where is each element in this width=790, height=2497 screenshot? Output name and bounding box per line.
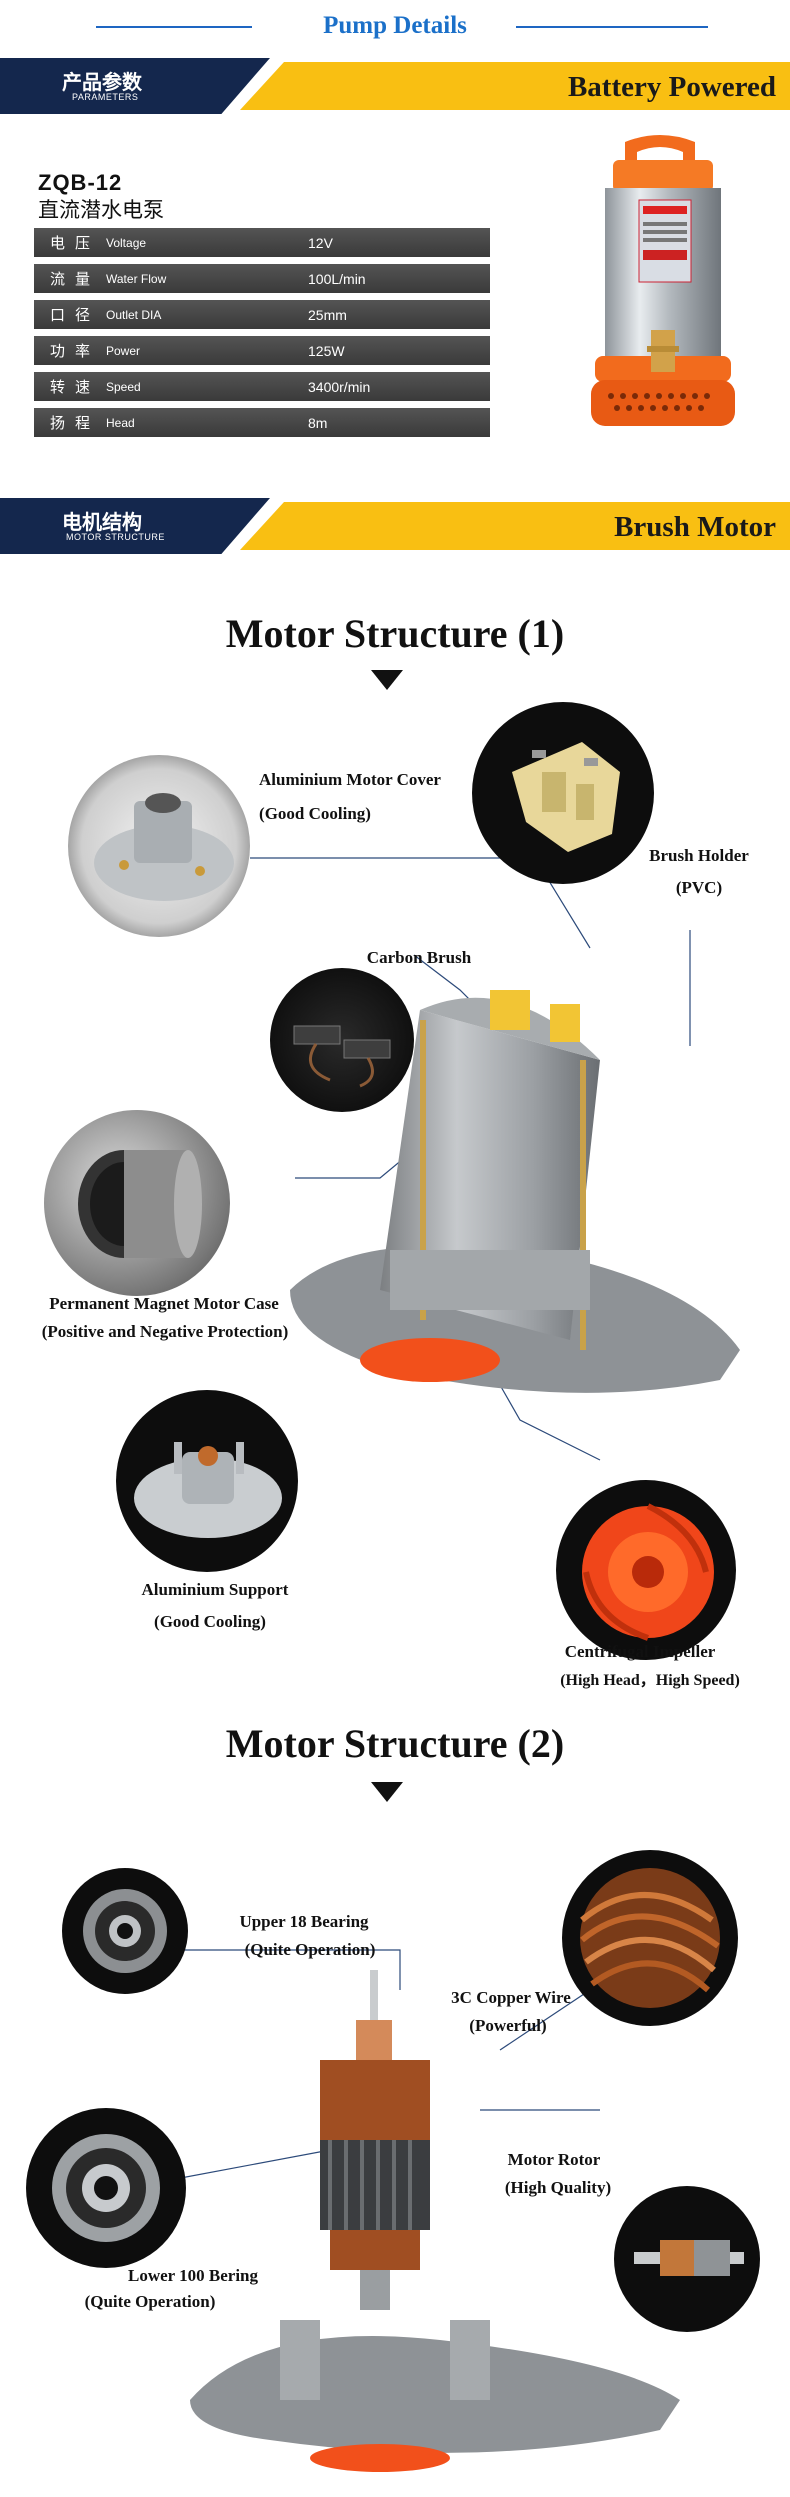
- rotor-assembly-image: [190, 1970, 680, 2472]
- carbon-brush-photo: [270, 968, 414, 1112]
- label-motor-rotor: Motor Rotor: [507, 2150, 601, 2169]
- banner-cn-title: 电机结构: [62, 510, 142, 534]
- spec-row: 转速 Speed 3400r/min: [34, 372, 490, 401]
- spec-table: 电压 Voltage 12V 流量 Water Flow 100L/min 口径…: [34, 228, 490, 444]
- label-brush-holder: Brush Holder: [649, 846, 749, 865]
- banner-en-subtitle: MOTOR STRUCTURE: [66, 532, 165, 542]
- product-name-cn: 直流潜水电泵: [38, 198, 164, 222]
- label-copper-wire-sub: (Powerful): [469, 2016, 547, 2035]
- down-arrow-icon: [371, 1782, 403, 1802]
- label-magnet-case: Permanent Magnet Motor Case: [49, 1294, 279, 1313]
- model-number: ZQB-12: [38, 170, 123, 195]
- motor-cover-photo: [68, 755, 250, 937]
- label-motor-cover: Aluminium Motor Cover: [259, 770, 441, 789]
- parameters-banner: 产品参数 PARAMETERS Battery Powered: [0, 58, 790, 114]
- aluminium-support-photo: [116, 1390, 298, 1572]
- spec-row: 流量 Water Flow 100L/min: [34, 264, 490, 293]
- banner-cn-title: 产品参数: [62, 70, 142, 94]
- section-title-2: Motor Structure (2): [225, 1721, 565, 1766]
- spec-row: 电压 Voltage 12V: [34, 228, 490, 257]
- header-rule-right: [516, 26, 708, 28]
- label-brush-holder-sub: (PVC): [675, 878, 723, 897]
- magnet-case-photo: [44, 1110, 230, 1296]
- pump-product-image: [591, 135, 735, 426]
- banner-en-subtitle: PARAMETERS: [72, 92, 139, 102]
- label-magnet-case-sub: (Positive and Negative Protection): [41, 1322, 289, 1341]
- down-arrow-icon: [371, 670, 403, 690]
- copper-wire-photo: [562, 1850, 738, 2026]
- label-carbon-brush: Carbon Brush: [366, 948, 472, 967]
- label-impeller-sub: (High Head，High Speed): [560, 1672, 740, 1689]
- lower-bearing-photo: [26, 2108, 186, 2268]
- page-title: Pump Details: [323, 12, 467, 39]
- pump-details-header: Pump Details: [0, 6, 790, 46]
- label-copper-wire: 3C Copper Wire: [451, 1988, 571, 2007]
- spec-row: 扬程 Head 8m: [34, 408, 490, 437]
- label-motor-cover-sub: (Good Cooling): [259, 804, 371, 823]
- label-motor-rotor-sub: (High Quality): [504, 2178, 612, 2197]
- section-title-1: Motor Structure (1): [225, 611, 565, 656]
- spec-row: 功率 Power 125W: [34, 336, 490, 365]
- label-aluminium-support: Aluminium Support: [141, 1580, 289, 1599]
- motor-structure-banner: 电机结构 MOTOR STRUCTURE Brush Motor: [0, 498, 790, 554]
- label-aluminium-support-sub: (Good Cooling): [154, 1612, 266, 1631]
- upper-bearing-photo: [62, 1868, 188, 1994]
- label-upper-bearing: Upper 18 Bearing: [239, 1912, 369, 1931]
- motor-assembly-image: [290, 990, 740, 1393]
- header-rule-left: [96, 26, 252, 28]
- brush-holder-photo: [472, 702, 654, 884]
- label-lower-bearing-sub: (Quite Operation): [84, 2292, 216, 2311]
- impeller-photo: [556, 1480, 736, 1660]
- label-upper-bearing-sub: (Quite Operation): [244, 1940, 376, 1959]
- motor-rotor-photo: [614, 2186, 760, 2332]
- spec-row: 口径 Outlet DIA 25mm: [34, 300, 490, 329]
- banner-title: Battery Powered: [567, 71, 776, 103]
- label-impeller: Centrifugal Impeller: [564, 1642, 716, 1661]
- banner-title: Brush Motor: [614, 511, 776, 543]
- label-lower-bearing: Lower 100 Bering: [127, 2266, 258, 2285]
